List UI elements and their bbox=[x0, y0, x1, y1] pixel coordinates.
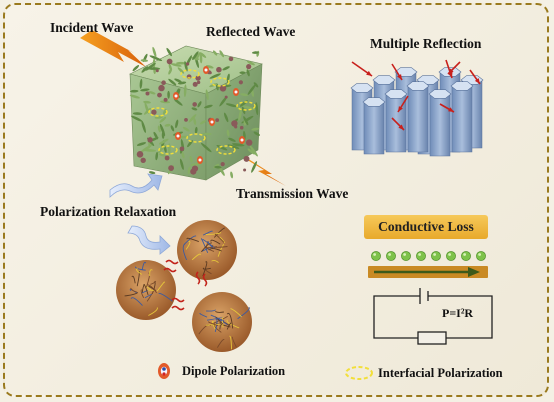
dipole-icon bbox=[158, 363, 170, 379]
incident-wave-arrow bbox=[80, 30, 146, 67]
circuit-diagram bbox=[373, 288, 493, 345]
transmission-wave-arrow bbox=[244, 158, 286, 186]
dashed-frame bbox=[3, 3, 549, 397]
reflected-wave-label: Reflected Wave bbox=[206, 24, 296, 39]
electron-row bbox=[371, 251, 486, 261]
dashed-ellipse-icon bbox=[345, 366, 373, 380]
interfacial-polarization-label: Interfacial Polarization bbox=[378, 366, 503, 380]
thermal-squiggles bbox=[163, 259, 208, 311]
porous-cube bbox=[129, 45, 263, 181]
wavy-arrow-to-cube bbox=[109, 173, 163, 198]
current-bar bbox=[368, 266, 488, 278]
incident-wave-label: Incident Wave bbox=[50, 20, 134, 35]
transmission-wave-label: Transmission Wave bbox=[236, 186, 349, 201]
porous-sphere-left bbox=[116, 260, 176, 320]
power-formula: P=I²R bbox=[442, 306, 474, 320]
hexagonal-tube-array bbox=[350, 59, 484, 157]
conductive-loss-label: Conductive Loss bbox=[364, 215, 488, 239]
polarization-relaxation-label: Polarization Relaxation bbox=[40, 204, 177, 219]
multiple-reflection-label: Multiple Reflection bbox=[370, 36, 482, 51]
porous-sphere-right bbox=[192, 292, 252, 352]
dipole-polarization-label: Dipole Polarization bbox=[182, 364, 286, 378]
wavy-arrow-to-spheres bbox=[127, 225, 171, 255]
